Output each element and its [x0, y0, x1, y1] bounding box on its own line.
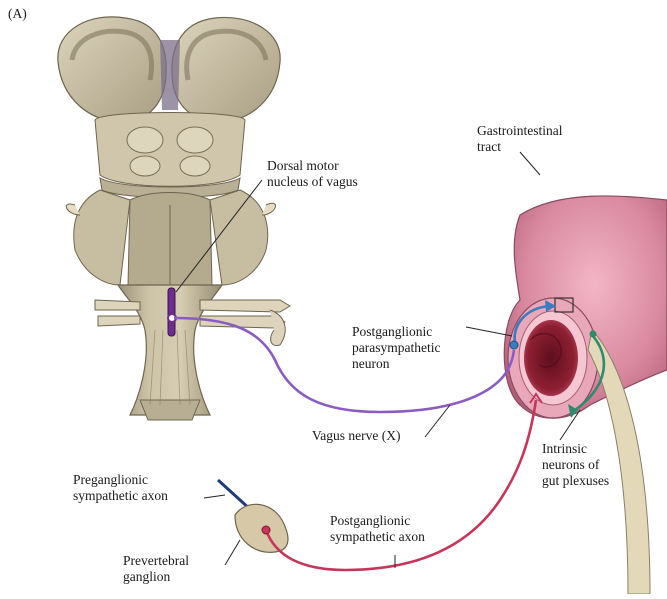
label-prevertebral-ganglion: Prevertebral ganglion	[123, 553, 189, 585]
label-preganglionic-sympathetic-axon: Preganglionic sympathetic axon	[73, 472, 168, 504]
prevertebral-ganglion-shape	[235, 504, 288, 552]
intrinsic-neuron-soma	[590, 331, 597, 338]
parasympathetic-neuron-soma	[510, 341, 518, 349]
sympathetic-neuron-soma	[262, 526, 270, 534]
gastrointestinal-tract-illustration	[504, 196, 667, 594]
dorsal-motor-nucleus	[168, 288, 175, 336]
label-vagus-nerve: Vagus nerve (X)	[312, 428, 400, 444]
label-intrinsic-neurons: Intrinsic neurons of gut plexuses	[542, 441, 609, 489]
label-postganglionic-sympathetic-axon: Postganglionic sympathetic axon	[330, 513, 425, 545]
label-postganglionic-parasympathetic-neuron: Postganglionic parasympathetic neuron	[352, 324, 440, 372]
label-gastrointestinal-tract: Gastrointestinal tract	[477, 123, 562, 155]
vagus-nerve-path	[174, 318, 514, 412]
panel-letter: (A)	[8, 6, 27, 22]
label-dorsal-motor-nucleus: Dorsal motor nucleus of vagus	[267, 158, 358, 190]
brainstem-illustration	[58, 17, 290, 420]
